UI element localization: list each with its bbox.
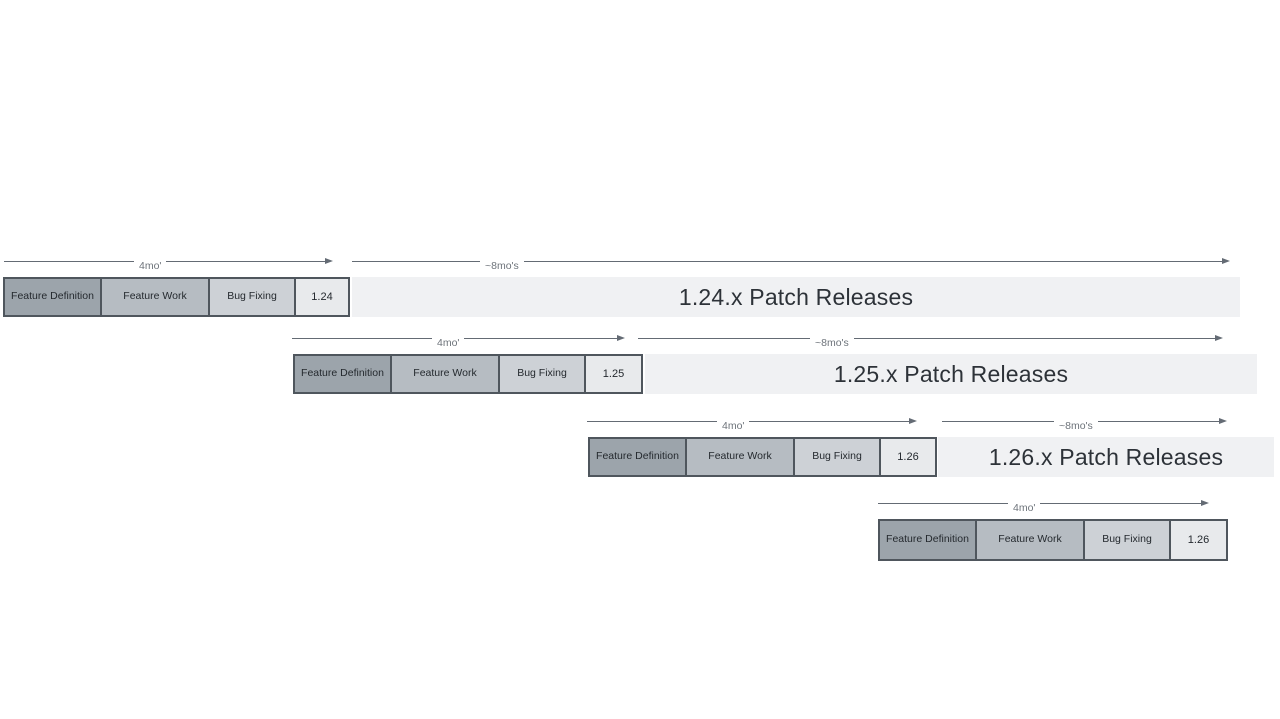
phase-boxes: Feature Definition Feature Work Bug Fixi… xyxy=(878,519,1228,561)
arrow-head-icon xyxy=(1222,258,1230,264)
arrow-line xyxy=(638,337,810,339)
phase-feature-work: Feature Work xyxy=(100,279,208,315)
arrow-head-icon xyxy=(617,335,625,341)
cycle-duration-label: 4mo' xyxy=(437,336,460,349)
cycle-duration-label: 4mo' xyxy=(139,259,162,272)
patch-duration-arrow: ~8mo's xyxy=(942,412,1227,432)
arrow-head-icon xyxy=(1219,418,1227,424)
arrow-line xyxy=(749,420,909,422)
arrow-line xyxy=(587,420,717,422)
cycle-duration-arrow: 4mo' xyxy=(4,252,333,272)
arrow-line xyxy=(292,337,432,339)
phase-feature-work: Feature Work xyxy=(975,521,1083,559)
arrow-line xyxy=(166,260,325,262)
cycle-duration-label: 4mo' xyxy=(1013,501,1036,514)
patch-duration-arrow: ~8mo's xyxy=(638,329,1223,349)
phase-boxes: Feature Definition Feature Work Bug Fixi… xyxy=(3,277,350,317)
patch-duration-label: ~8mo's xyxy=(1059,419,1093,432)
patch-releases-bar: 1.24.x Patch Releases xyxy=(352,277,1240,317)
cycle-duration-arrow: 4mo' xyxy=(292,329,625,349)
cycle-duration-label: 4mo' xyxy=(722,419,745,432)
phase-feature-definition: Feature Definition xyxy=(880,521,975,559)
phase-feature-definition: Feature Definition xyxy=(295,356,390,392)
version-box: 1.25 xyxy=(584,356,641,392)
arrow-head-icon xyxy=(909,418,917,424)
arrow-line xyxy=(464,337,617,339)
arrow-line xyxy=(352,260,480,262)
phase-bug-fixing: Bug Fixing xyxy=(1083,521,1169,559)
patch-releases-label: 1.25.x Patch Releases xyxy=(833,360,1069,387)
patch-releases-bar: 1.25.x Patch Releases xyxy=(645,354,1257,394)
phase-bug-fixing: Bug Fixing xyxy=(793,439,879,475)
patch-releases-label: 1.26.x Patch Releases xyxy=(988,443,1224,470)
version-box: 1.24 xyxy=(294,279,348,315)
version-box: 1.26 xyxy=(879,439,935,475)
phase-bug-fixing: Bug Fixing xyxy=(208,279,294,315)
arrow-line xyxy=(523,260,1222,262)
patch-duration-label: ~8mo's xyxy=(815,336,849,349)
arrow-line xyxy=(1097,420,1219,422)
patch-releases-label: 1.24.x Patch Releases xyxy=(678,283,914,310)
cycle-duration-arrow: 4mo' xyxy=(878,494,1209,514)
phase-feature-work: Feature Work xyxy=(390,356,498,392)
arrow-line xyxy=(4,260,134,262)
phase-boxes: Feature Definition Feature Work Bug Fixi… xyxy=(588,437,937,477)
cycle-duration-arrow: 4mo' xyxy=(587,412,917,432)
arrow-line xyxy=(853,337,1215,339)
version-box: 1.26 xyxy=(1169,521,1226,559)
arrow-head-icon xyxy=(325,258,333,264)
arrow-line xyxy=(878,502,1008,504)
patch-releases-bar: 1.26.x Patch Releases xyxy=(938,437,1274,477)
phase-feature-definition: Feature Definition xyxy=(5,279,100,315)
arrow-line xyxy=(1040,502,1201,504)
arrow-line xyxy=(942,420,1054,422)
patch-duration-label: ~8mo's xyxy=(485,259,519,272)
phase-feature-definition: Feature Definition xyxy=(590,439,685,475)
phase-bug-fixing: Bug Fixing xyxy=(498,356,584,392)
arrow-head-icon xyxy=(1215,335,1223,341)
arrow-head-icon xyxy=(1201,500,1209,506)
phase-boxes: Feature Definition Feature Work Bug Fixi… xyxy=(293,354,643,394)
phase-feature-work: Feature Work xyxy=(685,439,793,475)
patch-duration-arrow: ~8mo's xyxy=(352,252,1230,272)
